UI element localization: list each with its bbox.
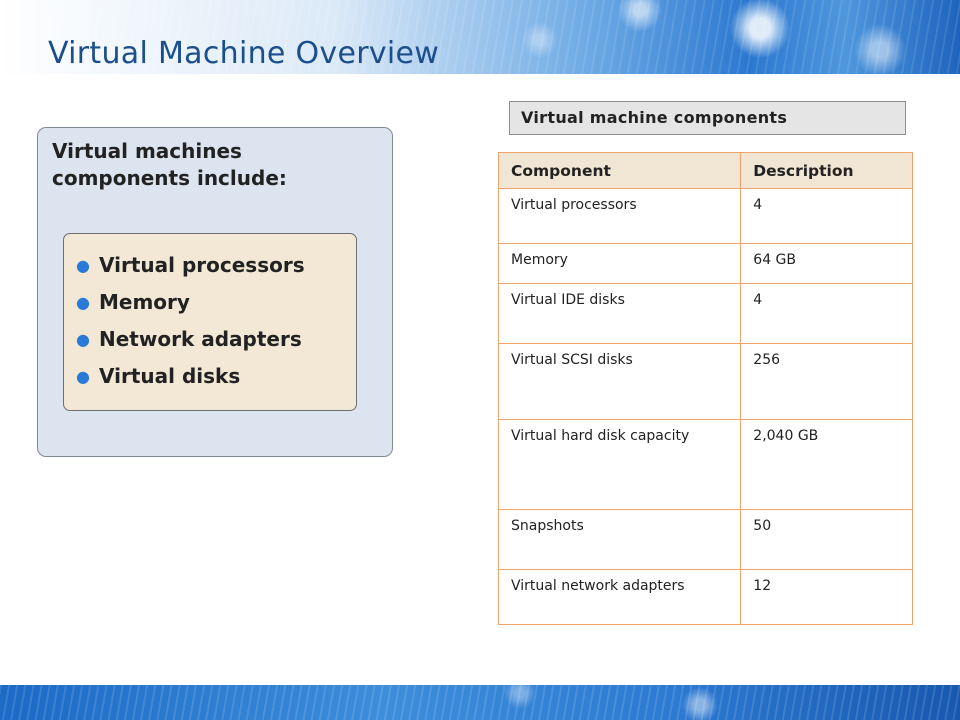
table-row: Virtual IDE disks 4	[497, 283, 913, 344]
bullet-text: Network adapters	[99, 327, 302, 351]
table-row: Virtual hard disk capacity 2,040 GB	[497, 419, 913, 510]
column-header-component: Component	[497, 152, 742, 189]
bullet-text: Virtual disks	[99, 364, 241, 388]
description-cell: 12	[740, 569, 913, 625]
table-caption: Virtual machine components	[509, 101, 906, 135]
bullet-text: Memory	[99, 290, 190, 314]
component-cell: Virtual network adapters	[497, 569, 742, 625]
column-header-description: Description	[740, 152, 913, 189]
bullet-item: ● Memory	[76, 288, 305, 325]
bullet-icon: ●	[76, 330, 90, 349]
description-cell: 64 GB	[740, 243, 913, 284]
description-cell: 256	[740, 343, 913, 420]
footer-banner	[0, 685, 960, 720]
table-row: Virtual processors 4	[497, 188, 913, 244]
components-bullet-list: ● Virtual processors ● Memory ● Network ada…	[76, 251, 305, 399]
description-cell: 4	[740, 188, 913, 244]
description-cell: 50	[740, 509, 913, 570]
component-cell: Virtual IDE disks	[497, 283, 742, 344]
bullet-icon: ●	[76, 256, 90, 275]
components-panel: Virtual machines components include: ● Vi…	[37, 127, 393, 457]
table-row: Memory 64 GB	[497, 243, 913, 284]
component-cell: Virtual processors	[497, 188, 742, 244]
components-list-box: ● Virtual processors ● Memory ● Network ada…	[63, 233, 357, 411]
bullet-item: ● Virtual disks	[76, 362, 305, 399]
component-cell: Virtual SCSI disks	[497, 343, 742, 420]
bullet-item: ● Network adapters	[76, 325, 305, 362]
component-cell: Snapshots	[497, 509, 742, 570]
table-row: Virtual SCSI disks 256	[497, 343, 913, 420]
components-table: Component Description Virtual processors…	[497, 152, 913, 625]
table-header-row: Component Description	[497, 152, 913, 189]
bullet-item: ● Virtual processors	[76, 251, 305, 288]
panel-heading: Virtual machines components include:	[52, 139, 287, 190]
description-cell: 2,040 GB	[740, 419, 913, 510]
slide-title: Virtual Machine Overview	[48, 36, 440, 71]
bullet-text: Virtual processors	[99, 253, 305, 277]
bullet-icon: ●	[76, 293, 90, 312]
header-banner	[0, 0, 960, 74]
component-cell: Virtual hard disk capacity	[497, 419, 742, 510]
description-cell: 4	[740, 283, 913, 344]
table-row: Virtual network adapters 12	[497, 569, 913, 625]
table-row: Snapshots 50	[497, 509, 913, 570]
component-cell: Memory	[497, 243, 742, 284]
bullet-icon: ●	[76, 367, 90, 386]
